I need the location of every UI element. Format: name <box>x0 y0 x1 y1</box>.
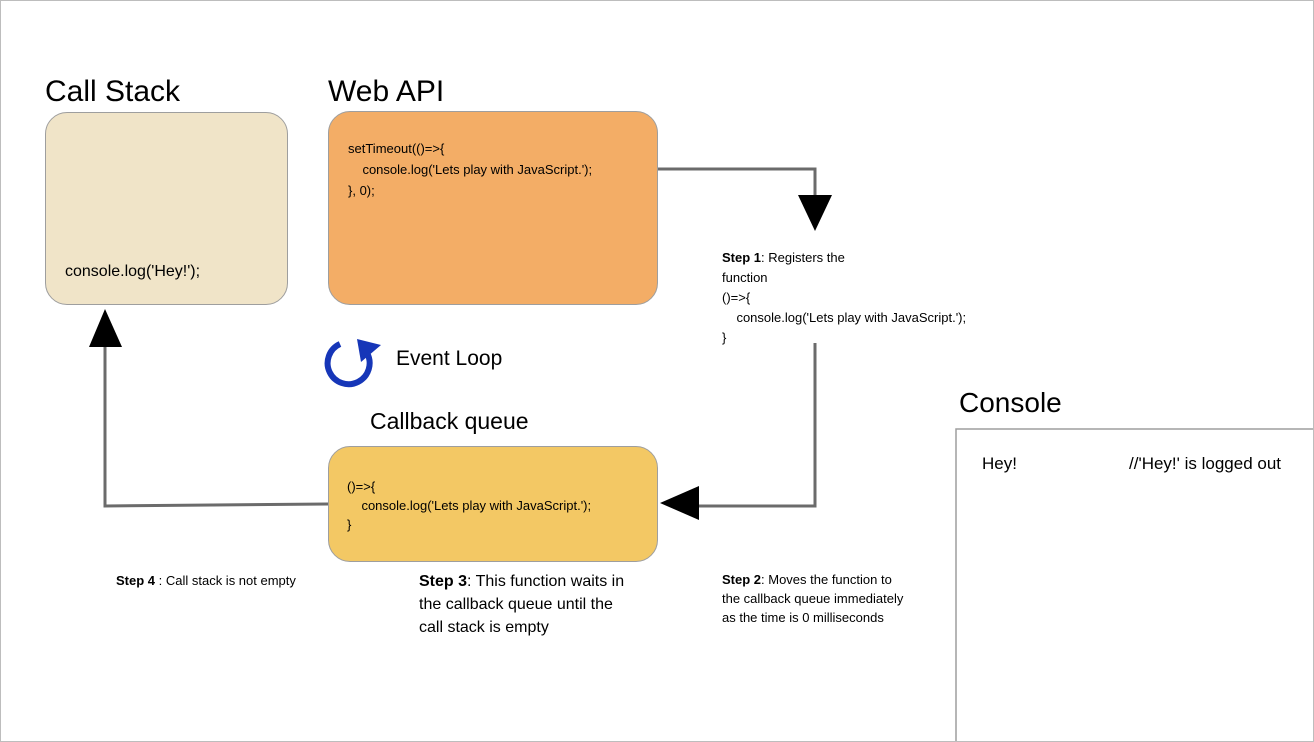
web-api-code: setTimeout(()=>{ console.log('Lets play … <box>348 141 593 198</box>
web-api-title: Web API <box>328 75 445 108</box>
callback-queue-box: ()=>{ console.log('Lets play with JavaSc… <box>328 446 658 562</box>
web-api-box: setTimeout(()=>{ console.log('Lets play … <box>328 111 658 305</box>
connector-step1-to-callback-queue <box>697 343 817 508</box>
step-1-note: Step 1: Registers the function ()=>{ con… <box>722 248 966 348</box>
call-stack-title: Call Stack <box>45 75 181 108</box>
callback-queue-title: Callback queue <box>370 408 529 434</box>
step-2-note: Step 2: Moves the function to the callba… <box>722 570 903 627</box>
step-1-text: : Registers the function ()=>{ console.l… <box>722 250 967 345</box>
step-2-label: Step 2 <box>722 572 762 587</box>
connector-webapi-to-step1 <box>657 167 817 197</box>
arrowhead-up <box>89 309 122 347</box>
step-2-text: : Moves the function to the callback que… <box>722 572 904 625</box>
step-1-label: Step 1 <box>722 250 762 265</box>
step-4-text: : Call stack is not empty <box>158 573 296 588</box>
refresh-arrow-icon <box>324 339 381 388</box>
step-3-text: : This function waits in the callback qu… <box>419 573 625 636</box>
step-3-label: Step 3 <box>419 573 468 590</box>
console-title: Console <box>959 387 1062 418</box>
step-4-label: Step 4 <box>116 573 159 588</box>
console-comment: //'Hey!' is logged out <box>1129 454 1282 473</box>
step-3-note: Step 3: This function waits in the callb… <box>419 570 624 639</box>
call-stack-box: console.log('Hey!'); <box>45 112 288 305</box>
console-panel-border <box>955 428 1313 741</box>
console-output: Hey! <box>982 454 1017 473</box>
callback-queue-code: ()=>{ console.log('Lets play with JavaSc… <box>347 479 592 532</box>
arrowhead-left <box>660 486 699 520</box>
arrowhead-down <box>798 195 832 231</box>
call-stack-code: console.log('Hey!'); <box>65 263 201 280</box>
step-4-note: Step 4 : Call stack is not empty <box>116 571 296 591</box>
connector-callback-queue-to-call-stack <box>103 346 329 508</box>
event-loop-label: Event Loop <box>396 347 503 370</box>
